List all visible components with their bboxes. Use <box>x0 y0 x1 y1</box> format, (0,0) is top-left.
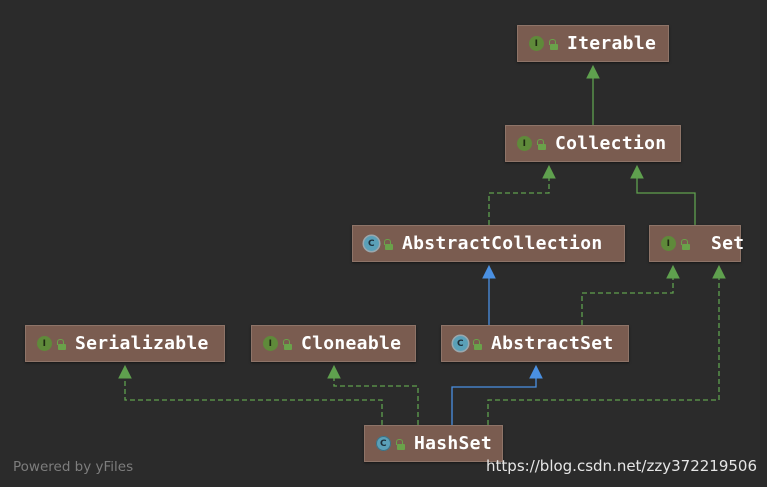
node-label: Iterable <box>567 33 657 54</box>
edge-hashset-to-serializable <box>118 364 383 425</box>
arrow-head <box>586 64 600 79</box>
arrow-head <box>630 164 644 179</box>
edge-line <box>488 177 550 225</box>
node-label: Set <box>711 233 745 254</box>
abstract-class-icon: C <box>453 336 468 351</box>
interface-icon: I <box>37 336 52 351</box>
edge-line <box>636 177 696 225</box>
node-label: Cloneable <box>301 333 402 354</box>
node-label: AbstractCollection <box>402 233 603 254</box>
edge-abstract_set-to-set <box>581 264 680 325</box>
edge-hashset-to-abstract_set <box>451 364 543 425</box>
edge-line <box>124 377 383 425</box>
interface-icon: I <box>529 36 544 51</box>
public-lock-icon <box>395 438 405 450</box>
edge-hashset-to-set <box>487 264 726 425</box>
node-abstract-set[interactable]: C AbstractSet <box>441 325 629 362</box>
edge-line <box>333 377 419 425</box>
node-abstract-collection[interactable]: C AbstractCollection <box>352 225 625 262</box>
node-label: Serializable <box>75 333 209 354</box>
interface-icon: I <box>517 136 532 151</box>
edge-abstract_set-to-abstract_collection <box>482 264 496 325</box>
public-lock-icon <box>56 338 66 350</box>
public-lock-icon <box>680 238 690 250</box>
public-lock-icon <box>282 338 292 350</box>
node-label: Collection <box>555 133 667 154</box>
arrow-head <box>327 364 341 379</box>
interface-icon: I <box>661 236 676 251</box>
watermark-url: https://blog.csdn.net/zzy372219506 <box>486 457 757 475</box>
public-lock-icon <box>383 238 393 250</box>
edge-abstract_collection-to-collection <box>488 164 556 225</box>
node-iterable[interactable]: I Iterable <box>517 25 669 62</box>
node-label: HashSet <box>414 433 492 454</box>
arrow-head <box>118 364 132 379</box>
edge-set-to-collection <box>630 164 696 225</box>
node-hashset[interactable]: C HashSet <box>364 425 503 462</box>
edge-line <box>581 277 674 325</box>
arrow-head <box>542 164 556 179</box>
node-serializable[interactable]: I Serializable <box>25 325 225 362</box>
arrow-head <box>712 264 726 279</box>
interface-icon: I <box>263 336 278 351</box>
edge-line <box>487 277 720 425</box>
node-cloneable[interactable]: I Cloneable <box>251 325 416 362</box>
public-lock-icon <box>548 38 558 50</box>
public-lock-icon <box>536 138 546 150</box>
public-lock-icon <box>472 338 482 350</box>
node-set[interactable]: I Set <box>649 225 745 262</box>
edge-line <box>451 377 537 425</box>
node-collection[interactable]: I Collection <box>505 125 681 162</box>
arrow-head <box>482 264 496 279</box>
edge-hashset-to-cloneable <box>327 364 419 425</box>
arrow-head <box>529 364 543 379</box>
arrow-head <box>666 264 680 279</box>
node-label: AbstractSet <box>491 333 614 354</box>
class-icon: C <box>376 436 391 451</box>
edge-collection-to-iterable <box>586 64 600 125</box>
powered-by-text: Powered by yFiles <box>13 459 134 475</box>
abstract-class-icon: C <box>364 236 379 251</box>
